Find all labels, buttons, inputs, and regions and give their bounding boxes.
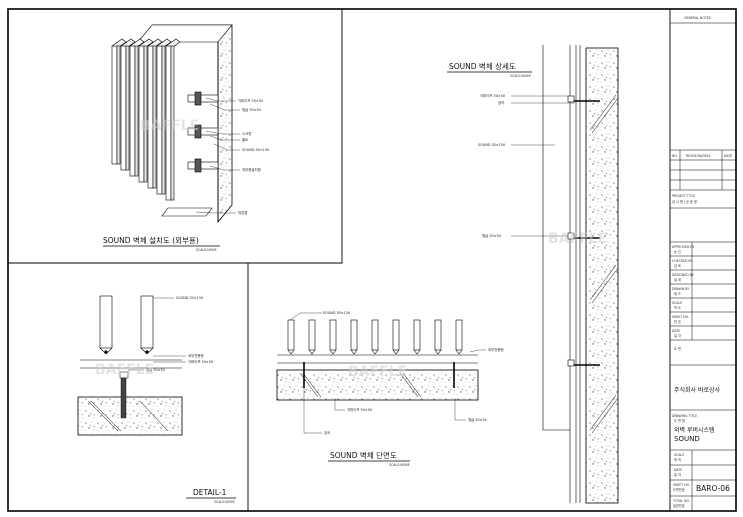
detail-main-leaders [511,95,575,237]
tb-drawing-line1: 외벽 루버시스템 [674,426,715,434]
detail1-leaders [128,297,186,371]
tb-drawn-value: 제 도 [674,291,681,296]
tb-project-value: 공 사 명 / 공 종 명 [672,199,697,204]
detail1-label-pipe: 각파이프 50×50 [188,359,213,364]
detail1-rebar [87,400,169,432]
detail1-anchor [120,377,127,419]
watermark-section: BAFFLE [348,364,407,380]
tb-company: 주식회사 바로상사 [674,386,721,394]
tb-drawing-label: DRAWING TITLE [672,414,697,418]
section-slab [276,369,479,401]
tb-project-label: PROJECT TITLE [672,194,695,198]
detail-main-anchors [567,95,600,367]
tb-scale-row-sub: 축 척 [674,457,681,462]
watermark-detail1: BAFFLE [95,362,154,378]
tb-sheet-row-label: SHEET NO. [673,483,690,487]
detail1-label-sound: SOUND 30×150 [176,296,203,300]
detail-main-rebar [589,94,619,434]
tb-scale-value: 척 도 [674,305,681,310]
install-rails [187,91,219,173]
tb-rev-no: NO. [672,154,678,158]
install-title: SOUND 벽체 설치도 (외부용) [103,235,199,245]
tb-approved-value: 승 인 [674,249,681,254]
install-leaders [195,97,240,214]
tb-scale-label: SCALE [672,301,682,305]
watermark-detail-main: BAFFLE [548,231,607,247]
tb-total-row-sub: 일련번호 [673,503,685,508]
detail-main-scale: SCALE:NONE [510,74,531,78]
detail1-label-type: 외부전용형 [188,353,204,358]
detail-main-label-pipe: 각파이프 50×50 [480,93,505,98]
section-label-type: 외부전용형 [488,347,504,352]
section-view: SOUND 30×150 외부전용형 각파이프 50×50 앵글 50×50 앙… [276,311,504,467]
section-label-pipe: 각파이프 50×50 [347,407,372,412]
install-label-cap: 마감캡 [238,210,247,215]
tb-date-value: 일 자 [674,333,681,338]
install-label-type: 외부용설치형 [242,167,261,172]
tb-notes: GENERAL NOTES [684,16,711,20]
detail1-slab [77,396,183,436]
detail-main-label-anchor: 앙카 [498,100,504,105]
tb-drawing-sub: 도 면 명 [674,418,685,423]
tb-total-row-label: TOTAL NO. [672,499,690,503]
title-block: GENERAL NOTES NO. REVISION/DESC DATE PRO… [670,16,736,511]
tb-date-row-label: DATE [674,468,682,472]
install-louvers [111,38,213,217]
detail-main-label-angle: 앵글 50×50 [482,233,501,238]
tb-mark: 도 면 [674,346,681,351]
install-label-pipe: 각파이프 50×50 [238,98,263,103]
tb-date-label: DATE [672,329,680,333]
section-leaders [289,312,486,434]
tb-drawn-label: DRAWN BY [672,287,689,291]
tb-sheetno-label: SHEET NO. [672,315,689,319]
install-label-angle: 앵글 50×50 [242,107,261,112]
section-anchors [303,362,455,388]
tb-rev-date: DATE [724,154,732,158]
detail1-scale: SCALE:NONE [214,500,235,504]
tb-drawing-line2: SOUND [674,435,700,443]
tb-rev-desc: REVISION/DESC [686,154,712,158]
section-louvers [287,319,463,355]
tb-sheet-row-value: BARO-06 [696,484,730,493]
tb-checked-label: CHECKED BY [672,259,692,263]
section-rebar [299,372,422,398]
tb-sheet-row-sub: 도면번호 [673,487,685,492]
install-label-screw: 스크류 [242,131,251,136]
detail-main-view: 각파이프 50×50 앙카 SOUND 30×150 앵글 50×50 SOUN… [447,45,619,504]
detail1-rails [80,359,182,379]
section-label-angle: 앵글 50×50 [468,417,487,422]
detail-main-profiles [542,45,581,503]
section-label-anchor: 앙카 [324,430,330,435]
section-rails [277,354,478,364]
section-scale: SCALE:NONE [389,463,410,467]
sheet-border [7,8,737,512]
tb-scale-row-label: SCALE [674,453,684,457]
detail-main-label-sound: SOUND 30×150 [478,143,505,147]
panel-dividers [8,9,671,511]
section-label-sound: SOUND 30×150 [323,311,350,315]
tb-sheetno-value: 번 호 [674,319,681,324]
detail1-view: SOUND 30×150 외부전용형 각파이프 50×50 앵글 50×50 D… [77,295,236,504]
watermark-install: BAFFLE [140,118,199,134]
section-title: SOUND 벽체 단면도 [330,450,397,460]
detail-main-title: SOUND 벽체 상세도 [449,61,516,71]
tb-date-row-sub: 일 자 [674,472,681,477]
detail1-label-angle: 앵글 50×50 [146,367,165,372]
install-label-bolt: 볼트 [242,137,248,142]
detail-main-wall [585,47,619,504]
install-view: 각파이프 50×50 앵글 50×50 스크류 볼트 SOUND 30×150 … [103,24,269,252]
tb-checked-value: 검 토 [674,263,681,268]
tb-designed-value: 설 계 [674,277,681,282]
install-scale: SCALE:NONE [196,248,217,252]
detail1-title: DETAIL-1 [193,488,227,497]
install-label-sound: SOUND 30×150 [242,148,269,152]
tb-designed-label: DESIGNED BY [672,273,694,277]
detail1-louvers [99,295,154,355]
tb-approved-label: APPROVED BY [672,245,694,249]
